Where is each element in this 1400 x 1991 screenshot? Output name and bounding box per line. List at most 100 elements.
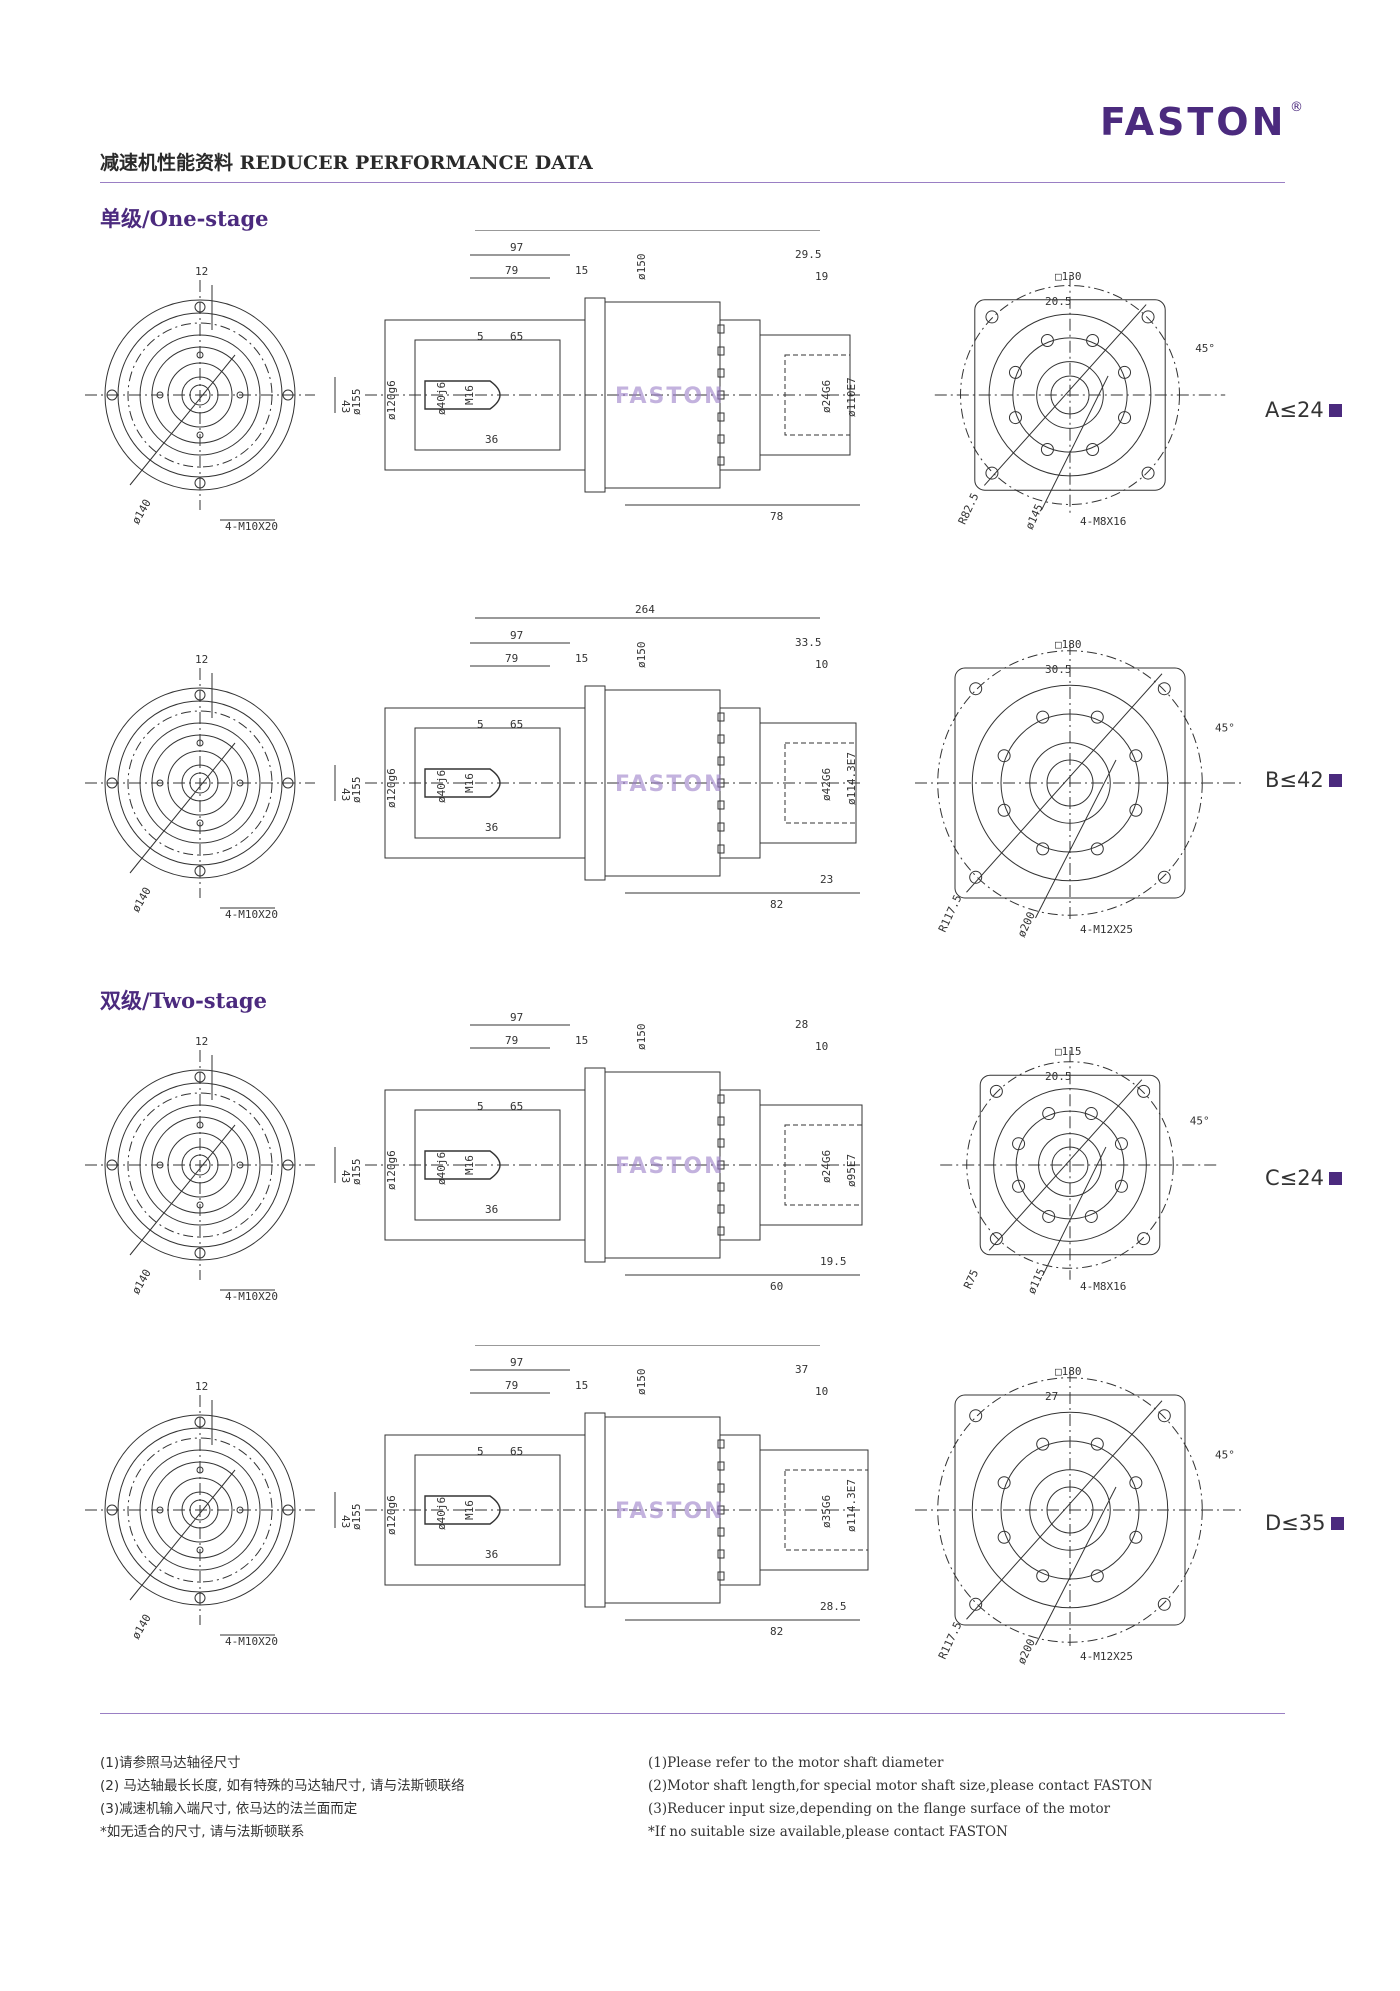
side-view: 287.897791556536ø150ø155ø120g6ø40j6M1628… (350, 1011, 863, 1293)
dim-36: 36 (485, 433, 498, 446)
dim-right-top: 29.5 (795, 248, 822, 261)
dim-d155: ø155 (350, 1504, 363, 1531)
dim-pcd: ø145 (1023, 502, 1046, 532)
dim-97: 97 (510, 629, 523, 642)
dim-top: 12 (195, 1035, 208, 1048)
faston-watermark: FASTON (615, 384, 725, 409)
note-en-4: *If no suitable size available,please co… (648, 1824, 1008, 1840)
dim-right-bottom: 82 (770, 898, 783, 911)
dim-pilot: ø114.3E7 (845, 1479, 858, 1532)
dim-d155: ø155 (350, 1159, 363, 1186)
drawing-svg: 1243ø1404-M10X20287.897791556536ø150ø155… (85, 1011, 1220, 1303)
dim-top: 12 (195, 265, 208, 278)
dim-angle: 45° (1190, 1115, 1210, 1128)
notes-cn: (1)请参照马达轴径尺寸 (2) 马达轴最长长度, 如有特殊的马达轴尺寸, 请与… (100, 1752, 465, 1844)
dim-bolt: 4-M10X20 (225, 520, 278, 533)
dim-pilot: ø114.3E7 (845, 752, 858, 805)
dim-pcd: ø200 (1015, 910, 1038, 940)
dim-shaft: ø35G6 (820, 1495, 833, 1528)
dim-total-length: 264 (635, 603, 655, 616)
section-two-stage: 双级/Two-stage (100, 988, 267, 1013)
dim-bolt: 4-M10X20 (225, 908, 278, 921)
shaft-section (424, 768, 501, 798)
dim-right-bottom2: 19.5 (820, 1255, 847, 1268)
dim-d155: ø155 (350, 777, 363, 804)
page-title-en: REDUCER PERFORMANCE DATA (239, 152, 593, 174)
dim-bolt: 4-M10X20 (225, 1290, 278, 1303)
dim-d155: ø155 (350, 389, 363, 416)
dim-d40: ø40j6 (435, 382, 448, 415)
dim-shaft: ø24G6 (820, 1150, 833, 1183)
dim-square: □180 (1055, 638, 1082, 651)
purple-square-icon (1330, 1517, 1344, 1530)
dim-flange-bolt: 4-M12X25 (1080, 1650, 1133, 1663)
drawing-row-d: 1243ø1404-M10X20309.897791556536ø150ø155… (0, 1345, 1400, 1675)
dim-65: 65 (510, 1445, 523, 1458)
drawing-svg: 1243ø1404-M10X20309.897791556536ø150ø155… (85, 1345, 1245, 1666)
dim-angle: 45° (1215, 721, 1235, 734)
drawing-row-c: 1243ø1404-M10X20287.897791556536ø150ø155… (0, 1005, 1400, 1325)
header-divider (100, 182, 1285, 183)
dim-right-top: 33.5 (795, 636, 822, 649)
dim-15: 15 (575, 1034, 588, 1047)
shaft-section (424, 1150, 501, 1180)
dim-d150: ø150 (635, 642, 648, 669)
dim-15: 15 (575, 1379, 588, 1392)
note-en-2: (2)Motor shaft length,for special motor … (648, 1778, 1153, 1794)
note-en-1: (1)Please refer to the motor shaft diame… (648, 1755, 944, 1771)
drawing-svg: 1243ø1404-M10X2026097791556536ø150ø155ø1… (85, 230, 1226, 533)
dim-pilot: ø110E7 (845, 377, 858, 417)
size-code-a: A≤24 (1265, 398, 1342, 422)
section-one-stage: 单级/One-stage (100, 206, 269, 231)
dim-height: 43 (339, 1515, 352, 1528)
note-cn-2: (2) 马达轴最长长度, 如有特殊的马达轴尺寸, 请与法斯顿联络 (100, 1778, 465, 1794)
dim-square: □180 (1055, 1365, 1082, 1378)
note-cn-4: *如无适合的尺寸, 请与法斯顿联系 (100, 1824, 305, 1840)
note-en-3: (3)Reducer input size,depending on the f… (648, 1801, 1111, 1817)
side-view: 26097791556536ø150ø155ø120g6ø40j6M1629.5… (350, 230, 860, 523)
page-title: 减速机性能资料 REDUCER PERFORMANCE DATA (100, 148, 593, 175)
dim-pcd: ø115 (1025, 1267, 1048, 1297)
dim-outer-dia: ø140 (129, 1612, 154, 1641)
notes-en: (1)Please refer to the motor shaft diame… (648, 1752, 1152, 1844)
dim-outer-dia: ø140 (129, 885, 154, 914)
dim-right-small: 10 (815, 1040, 828, 1053)
dim-height: 43 (339, 1170, 352, 1183)
dim-36: 36 (485, 1203, 498, 1216)
dim-5: 5 (477, 1445, 484, 1458)
dim-d40: ø40j6 (435, 770, 448, 803)
dim-15: 15 (575, 652, 588, 665)
side-view: 309.897791556536ø150ø155ø120g6ø40j6M1637… (350, 1345, 869, 1638)
dim-79: 79 (505, 264, 518, 277)
dim-shaft: ø24G6 (820, 380, 833, 413)
dim-79: 79 (505, 1034, 518, 1047)
dim-flange-bolt: 4-M12X25 (1080, 923, 1133, 936)
dim-m16: M16 (463, 773, 476, 793)
dim-d120: ø120g6 (385, 1495, 398, 1535)
dim-offset: 27 (1045, 1390, 1058, 1403)
faston-logo: FASTON® (1100, 100, 1306, 144)
dim-bolt: 4-M10X20 (225, 1635, 278, 1648)
purple-square-icon (1328, 1172, 1342, 1185)
note-cn-1: (1)请参照马达轴径尺寸 (100, 1755, 241, 1771)
dim-radius: R117.5 (936, 893, 965, 935)
shaft-section (424, 1495, 501, 1525)
dim-right-small: 10 (815, 1385, 828, 1398)
size-code-d: D≤35 (1265, 1511, 1344, 1535)
dim-65: 65 (510, 330, 523, 343)
drawing-row-a: 1243ø1404-M10X2026097791556536ø150ø155ø1… (0, 230, 1400, 560)
dim-height: 43 (339, 400, 352, 413)
dim-97: 97 (510, 241, 523, 254)
purple-square-icon (1328, 404, 1342, 417)
dim-right-small: 10 (815, 658, 828, 671)
dim-d40: ø40j6 (435, 1152, 448, 1185)
